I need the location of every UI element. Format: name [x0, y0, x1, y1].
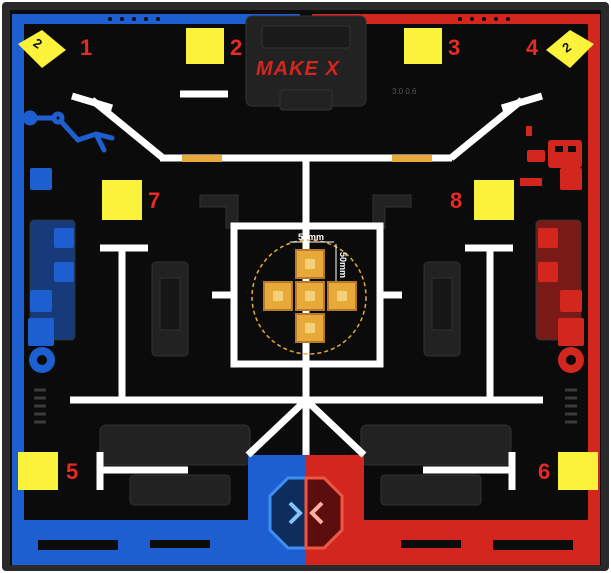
zone-marker-7: [102, 180, 142, 220]
zone-label-8: 8: [450, 188, 462, 213]
center-dimension-height: 50mm: [338, 252, 348, 278]
zone-label-3: 3: [448, 35, 460, 60]
zone-marker-3: [404, 28, 442, 64]
center-dimension-width: 50mm: [298, 232, 324, 242]
zone-marker-2: [186, 28, 224, 64]
zone-label-1: 1: [80, 35, 92, 60]
zone-label-2: 2: [230, 35, 242, 60]
red-bottom-banner: [363, 520, 600, 565]
zone-label-5: 5: [66, 459, 78, 484]
brand-serial: 3.0 0.6: [392, 87, 417, 96]
zone-label-4: 4: [526, 35, 539, 60]
zone-marker-5: [18, 452, 58, 490]
zone-marker-6: [558, 452, 598, 490]
blue-bottom-banner: [12, 520, 248, 565]
home-base: [248, 455, 364, 565]
zone-label-7: 7: [148, 188, 160, 213]
brand-logo: MAKE X: [256, 58, 340, 80]
zone-label-6: 6: [538, 459, 550, 484]
zone-marker-8: [474, 180, 514, 220]
